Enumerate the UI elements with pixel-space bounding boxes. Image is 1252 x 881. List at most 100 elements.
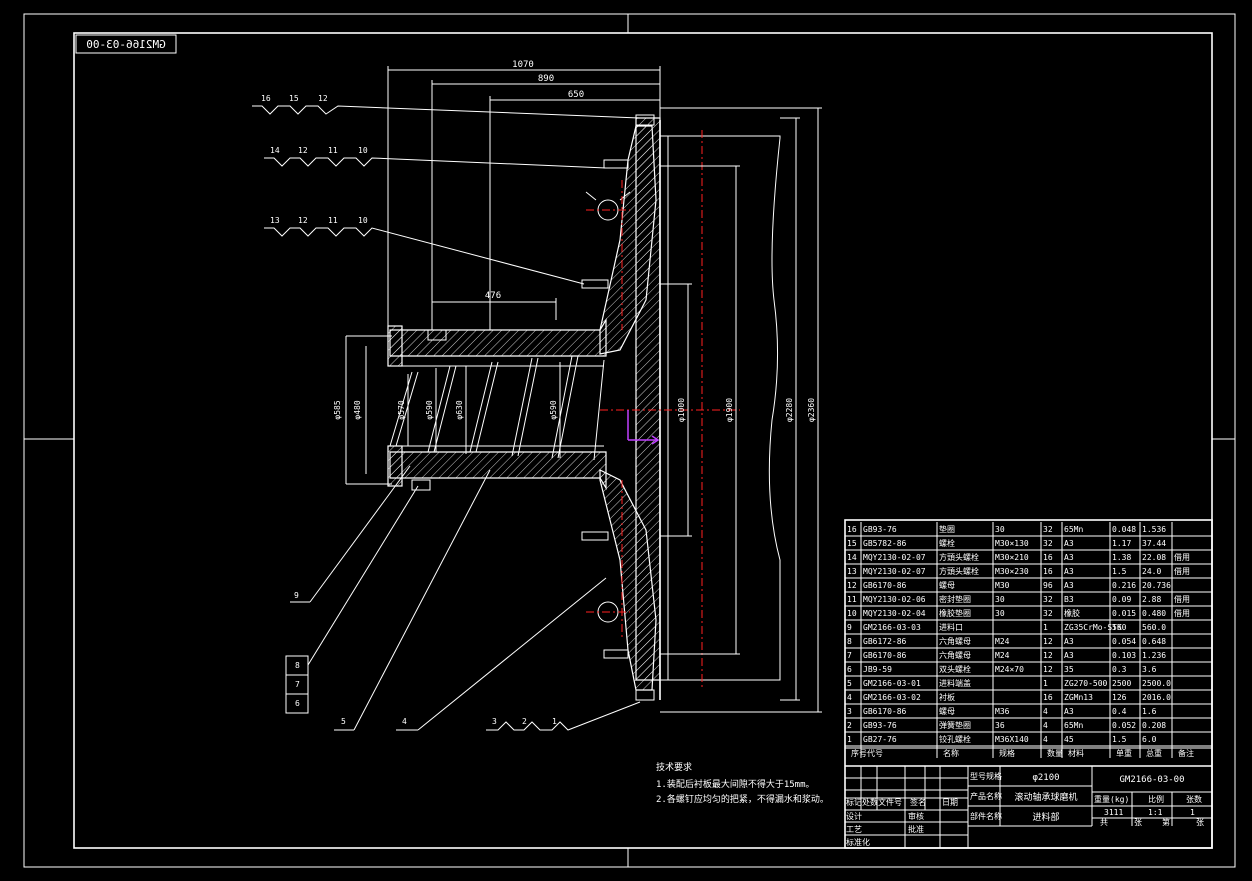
bom-cell: 560 (1112, 623, 1127, 632)
callout-2: 2 (522, 717, 527, 726)
bom-cell: 126 (1112, 693, 1127, 702)
bom-cell: A3 (1064, 567, 1074, 576)
bom-cell: ZGMn13 (1064, 693, 1093, 702)
bom-cell: 30 (995, 595, 1005, 604)
bom-cell: GB93-76 (863, 525, 897, 534)
callout-15: 15 (289, 94, 299, 103)
bom-cell: 六角螺母 (939, 636, 971, 646)
tb-label-part: 部件名称 (970, 811, 1002, 821)
bom-cell: 5 (847, 679, 852, 688)
bom-header-cell: 规格 (999, 748, 1015, 758)
bom-cell: 1 (1043, 623, 1048, 632)
bom-cell: MQY2130-02-07 (863, 567, 926, 576)
bom-cell: 16 (1043, 553, 1053, 562)
bom-cell: GB6170-86 (863, 581, 907, 590)
bom-cell: 螺栓 (939, 538, 955, 548)
bom-cell: M24×70 (995, 665, 1024, 674)
tb-date: 日期 (942, 798, 958, 807)
bom-cell: 3.6 (1142, 665, 1157, 674)
tb-label-scale: 比例 (1148, 794, 1164, 804)
top-dimensions: 1070 890 650 476 (387, 60, 661, 330)
callout-14: 14 (270, 146, 280, 155)
tb-check: 审核 (908, 811, 924, 821)
tb-label-weight: 重量(kg) (1094, 794, 1129, 804)
sheet-border (23, 13, 1236, 868)
bom-cell: GB6170-86 (863, 651, 907, 660)
tb-code: GM2166-03-00 (1119, 775, 1184, 785)
bom-cell: 垫圈 (939, 524, 955, 534)
notes-title: 技术要求 (656, 761, 692, 773)
callout-12a: 12 (318, 94, 328, 103)
bom-cell: 12 (1043, 665, 1053, 674)
bom-cell: 衬板 (939, 692, 955, 702)
bom-cell: MQY2130-02-07 (863, 553, 926, 562)
tb-sheet-zhang1: 张 (1134, 818, 1142, 827)
callout-13: 13 (270, 216, 280, 225)
tb-docno: 文件号 (878, 797, 902, 807)
bom-cell: M30×130 (995, 539, 1029, 548)
bom-cell: 24.0 (1142, 567, 1161, 576)
bom-header-cell: 单重 (1116, 748, 1132, 758)
bom-cell: 0.048 (1112, 525, 1136, 534)
bom-cell: GM2166-03-02 (863, 693, 921, 702)
bom-cell: ZG35CrMo-STK (1064, 623, 1122, 632)
tb-scale: 1:1 (1148, 808, 1163, 817)
bom-cell: 0.3 (1112, 665, 1127, 674)
dim-dia480: φ480 (353, 400, 362, 419)
bom-cell: GB93-76 (863, 721, 897, 730)
callout-8: 8 (295, 661, 300, 670)
dim-dia1000: φ1000 (677, 398, 686, 422)
bom-cell: 弹簧垫圈 (939, 720, 971, 730)
bom-cell: 2 (847, 721, 852, 730)
bom-cell: 7 (847, 651, 852, 660)
dim-dia590b: φ590 (549, 400, 558, 419)
dim-890: 890 (538, 74, 554, 84)
bom-cell: 37.44 (1142, 539, 1166, 548)
bom-cell: 2.88 (1142, 595, 1161, 604)
bom-cell: 0.015 (1112, 609, 1136, 618)
bom-cell: 10 (847, 609, 857, 618)
bom-cell: 32 (1043, 525, 1053, 534)
bom-cell: A3 (1064, 539, 1074, 548)
bom-cell: 0.052 (1112, 721, 1136, 730)
bom-cell: B3 (1064, 595, 1074, 604)
bom-cell: 2500.0 (1142, 679, 1171, 688)
bom-cell: 15 (847, 539, 857, 548)
bom-cell: 16 (1043, 693, 1053, 702)
bom-cell: A3 (1064, 581, 1074, 590)
tb-sheet-gong: 共 (1100, 818, 1108, 827)
dim-650: 650 (568, 90, 584, 100)
bom-header-cell: 总重 (1146, 748, 1162, 758)
callout-6: 6 (295, 699, 300, 708)
bom-cell: 96 (1043, 581, 1053, 590)
bom-cell: GB6172-86 (863, 637, 907, 646)
callout-11b: 11 (328, 216, 338, 225)
diameter-dimensions: φ585 φ480 φ570 φ590 φ630 φ590 φ1000 φ190… (333, 107, 822, 713)
bom-cell: M24 (995, 637, 1010, 646)
bom-cell: 3 (847, 707, 852, 716)
bom-cell: 借用 (1174, 608, 1190, 618)
callout-12b: 12 (298, 146, 308, 155)
bom-cell: 560.0 (1142, 623, 1166, 632)
bom-cell: 4 (847, 693, 852, 702)
bom-cell: 密封垫圈 (939, 594, 971, 604)
bom-cell: M24 (995, 651, 1010, 660)
bom-cell: 橡胶垫圈 (939, 608, 971, 618)
bom-cell: 借用 (1174, 566, 1190, 576)
bom-cell: 1.6 (1142, 707, 1157, 716)
bom-cell: GM2166-03-01 (863, 679, 921, 688)
bom-cell: 11 (847, 595, 857, 604)
bom-cell: 螺母 (939, 706, 955, 716)
dim-dia1900: φ1900 (725, 398, 734, 422)
mirrored-code-text: GM2166-03-00 (86, 38, 165, 51)
bom-header-cell: 代号 (867, 748, 883, 758)
bom-cell: 9 (847, 623, 852, 632)
bom-cell: A3 (1064, 637, 1074, 646)
notes-line1: 1.装配后衬板最大间隙不得大于15mm。 (656, 778, 815, 790)
callout-1: 1 (552, 717, 557, 726)
bom-cell: 12 (847, 581, 857, 590)
bom-cell: 0.216 (1112, 581, 1136, 590)
bom-cell: 45 (1064, 735, 1074, 744)
